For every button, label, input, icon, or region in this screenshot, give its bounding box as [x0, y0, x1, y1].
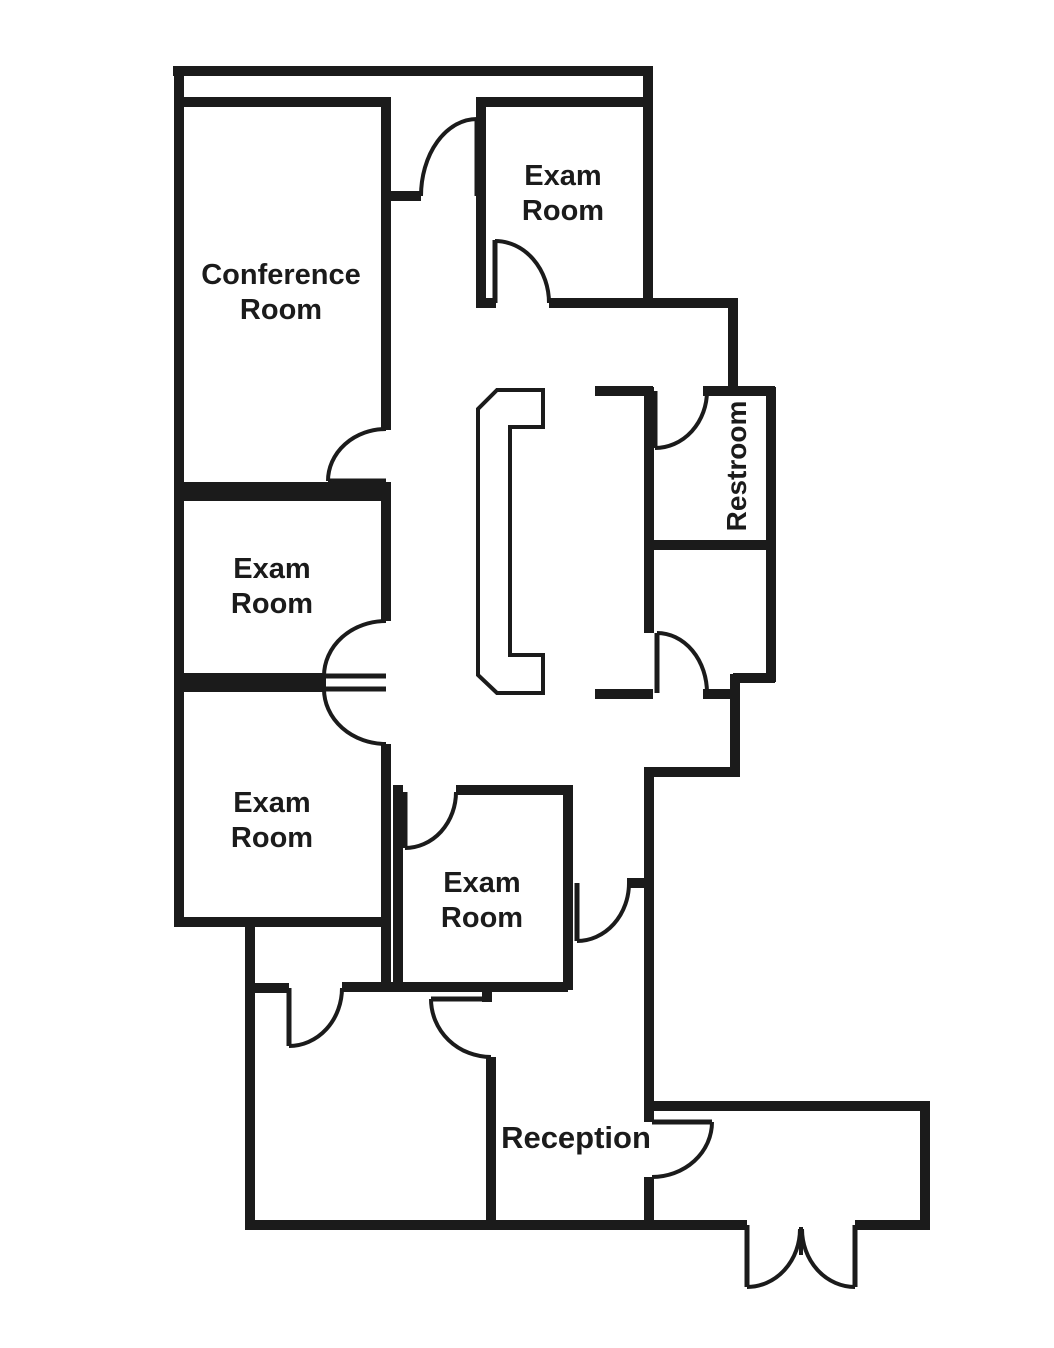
label-exam-room-mid-line1: Exam	[233, 553, 310, 585]
door-arc-corridor-passage	[576, 882, 631, 943]
label-exam-room-bl-line2: Room	[231, 822, 313, 854]
door-arc-examtop	[494, 239, 551, 304]
door-arc-reception	[429, 998, 492, 1059]
door-arc-entry-left	[746, 1228, 802, 1289]
label-conference-room-line2: Room	[240, 294, 322, 326]
label-exam-room-bl-line1: Exam	[233, 787, 310, 819]
door-arc-conference	[326, 427, 387, 482]
door-arc-exammid	[322, 619, 387, 677]
corridor-counter	[476, 388, 545, 695]
door-arc-restroom	[654, 390, 709, 450]
label-exam-room-cb-line2: Room	[441, 902, 523, 934]
label-exam-room-mid-line2: Room	[231, 588, 313, 620]
door-arc-entry-right	[800, 1228, 856, 1289]
label-exam-room-top-line1: Exam	[524, 160, 601, 192]
label-exam-room-cb-line1: Exam	[443, 867, 520, 899]
door-arc-smallroom	[656, 631, 709, 694]
door-arc-exambl	[322, 688, 387, 746]
door-arc-top-corridor	[419, 117, 478, 197]
label-reception: Reception	[501, 1120, 651, 1155]
room-labels: Conference Room Exam Room Restroom Exam …	[201, 160, 752, 1155]
walls	[173, 66, 930, 1230]
label-conference-room-line1: Conference	[201, 259, 361, 291]
door-arc-lowerleft	[288, 987, 344, 1048]
label-exam-room-top-line2: Room	[522, 195, 604, 227]
label-restroom: Restroom	[721, 401, 752, 532]
doors	[286, 117, 858, 1289]
door-arc-examcb	[404, 791, 458, 850]
door-arc-wing	[651, 1121, 714, 1179]
